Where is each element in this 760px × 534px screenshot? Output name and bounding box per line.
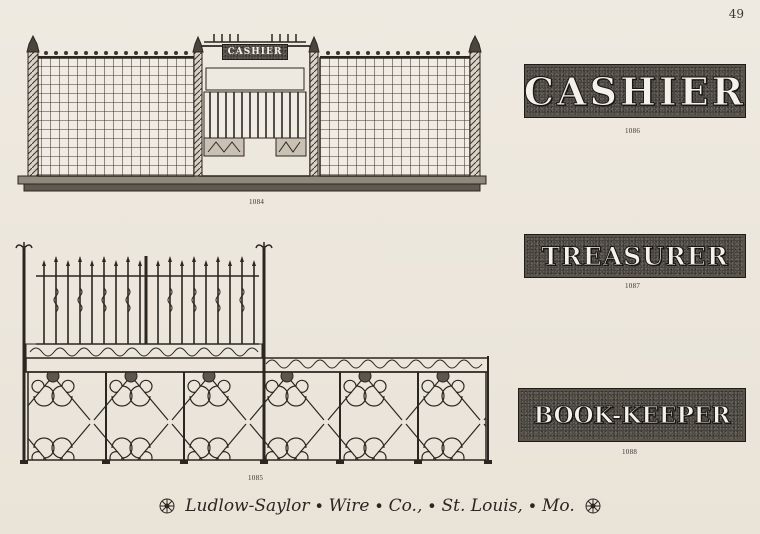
figure-number-1088: 1088 [622, 448, 638, 456]
publisher-name: Ludlow-Saylor ∙ Wire ∙ Co., ∙ St. Louis,… [185, 496, 575, 516]
cashier-sign-plate: Cashier [524, 64, 746, 118]
figure-number-1086: 1086 [625, 127, 641, 135]
page-number: 49 [728, 7, 744, 21]
rosette-icon [585, 498, 601, 514]
counter-railing-figure: CASHIER 1084 [14, 30, 490, 210]
balcony-railing-illustration [15, 242, 492, 464]
counter-sign-plate: CASHIER [222, 44, 288, 60]
bookkeeper-sign-plate: Book-Keeper [518, 388, 746, 442]
figure-number-1084: 1084 [249, 198, 265, 206]
counter-railing-illustration [17, 34, 487, 192]
figure-number-1087: 1087 [625, 282, 641, 290]
treasurer-sign-plate: Treasurer [524, 234, 746, 278]
counter-sign-text: CASHIER [227, 47, 283, 57]
figure-number-1085: 1085 [248, 474, 264, 482]
publisher-footer: Ludlow-Saylor ∙ Wire ∙ Co., ∙ St. Louis,… [0, 496, 760, 516]
treasurer-sign-text: Treasurer [541, 241, 729, 271]
rosette-icon [159, 498, 175, 514]
balcony-railing-figure: 1085 [14, 238, 494, 488]
cashier-sign-text: Cashier [524, 68, 746, 114]
bookkeeper-sign-text: Book-Keeper [533, 401, 731, 429]
